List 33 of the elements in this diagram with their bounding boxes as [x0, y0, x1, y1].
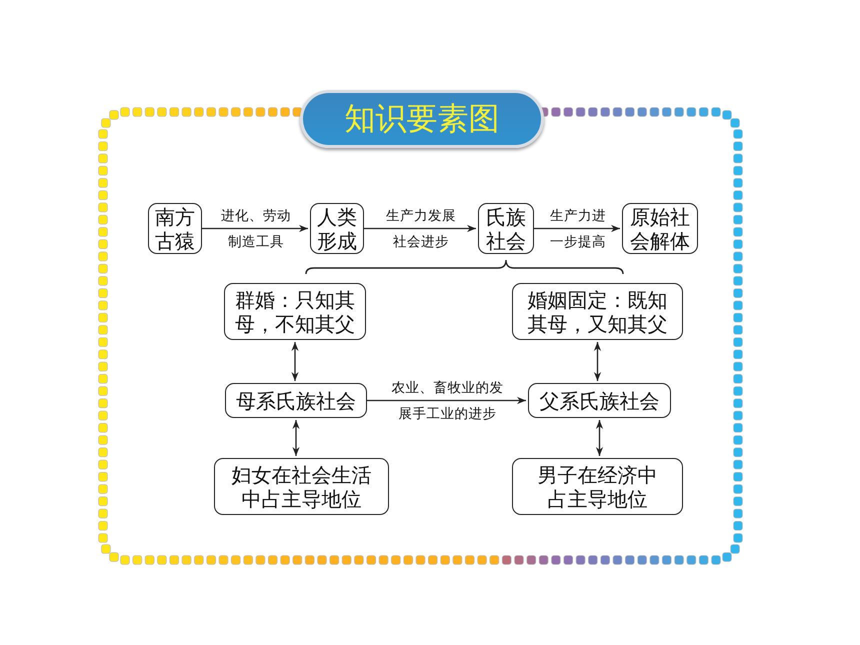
node-text: 原始社会解体: [629, 204, 691, 252]
arrow: [202, 224, 308, 232]
node-text: 母系氏族社会: [235, 388, 357, 412]
rounded-box: [310, 203, 364, 254]
rounded-box: [478, 203, 534, 254]
arrow: [534, 224, 620, 232]
edge-label: 生产力进一步提高: [549, 206, 607, 252]
node-text: 男子在经济中占主导地位: [536, 462, 658, 510]
edge-label: 进化、劳动制造工具: [220, 206, 292, 252]
rounded-box: [512, 458, 683, 515]
arrow: [367, 396, 526, 404]
double-arrow: [596, 420, 604, 456]
node-text: 妇女在社会生活中占主导地位: [230, 462, 372, 510]
arrow: [364, 224, 476, 232]
node-text: 婚姻固定：既知其母，又知其父: [526, 288, 668, 336]
double-arrow: [292, 420, 300, 456]
rounded-box: [148, 203, 202, 254]
double-arrow: [291, 342, 299, 381]
double-arrow: [594, 342, 602, 381]
title-banner: 知识要素图: [300, 90, 544, 148]
rounded-box: [528, 383, 671, 418]
node-text: 群婚：只知其母，不知其父: [234, 288, 356, 336]
rounded-box: [512, 283, 683, 340]
rounded-box: [622, 203, 698, 254]
node-text: 南方古猿: [154, 204, 196, 252]
edge-label: 农业、畜牧业的发展手工业的进步: [392, 378, 504, 424]
node-text: 氏族社会: [485, 204, 527, 252]
rounded-box: [225, 383, 367, 418]
node-text: 人类形成: [316, 204, 358, 252]
rounded-box: [224, 283, 366, 340]
edge-label: 生产力发展社会进步: [385, 206, 457, 252]
node-text: 父系氏族社会: [538, 388, 660, 412]
rounded-box: [214, 458, 389, 515]
